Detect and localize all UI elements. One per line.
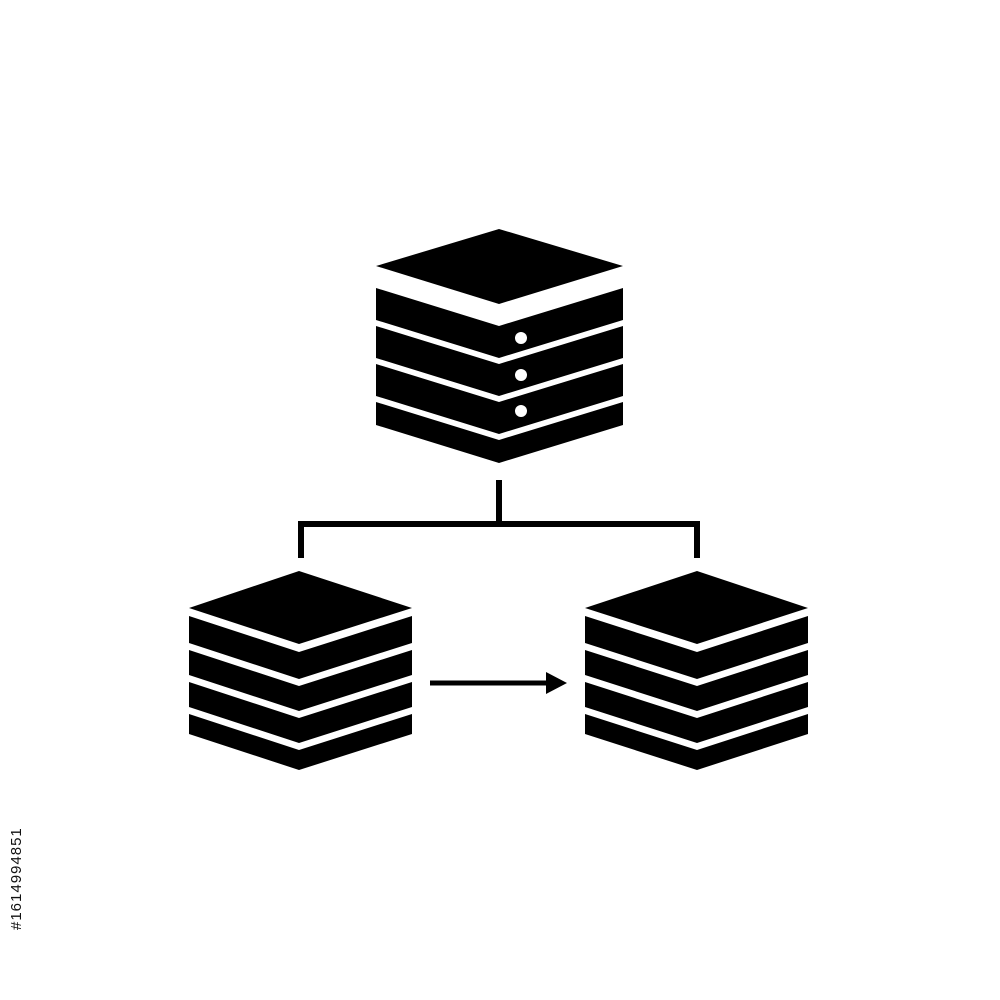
right-db-lid <box>585 571 808 644</box>
right-db-layer-2 <box>585 650 808 711</box>
top-server-stack-icon <box>376 229 623 463</box>
arrow-head <box>546 672 567 694</box>
top-server-layer-4 <box>376 402 623 463</box>
left-db-layer-3 <box>189 682 412 743</box>
stock-image-id-label: #1614994851 <box>8 827 25 930</box>
top-server-layer-1 <box>376 288 623 358</box>
right-database-stack-icon <box>585 571 808 770</box>
tree-connector <box>298 480 700 558</box>
right-db-layer-4 <box>585 714 808 770</box>
top-server-lid <box>376 229 623 304</box>
left-db-layer-4 <box>189 714 412 770</box>
left-db-layer-2 <box>189 650 412 711</box>
left-db-layer-1 <box>189 616 412 679</box>
top-server-indicator-dot <box>515 405 527 417</box>
right-arrow-icon <box>430 672 567 694</box>
left-database-stack-icon <box>189 571 412 770</box>
top-server-indicator-dot <box>515 369 527 381</box>
right-db-layer-3 <box>585 682 808 743</box>
right-db-layer-1 <box>585 616 808 679</box>
top-server-indicator-dot <box>515 332 527 344</box>
top-server-layer-3 <box>376 364 623 434</box>
top-server-layer-2 <box>376 326 623 396</box>
left-db-lid <box>189 571 412 644</box>
